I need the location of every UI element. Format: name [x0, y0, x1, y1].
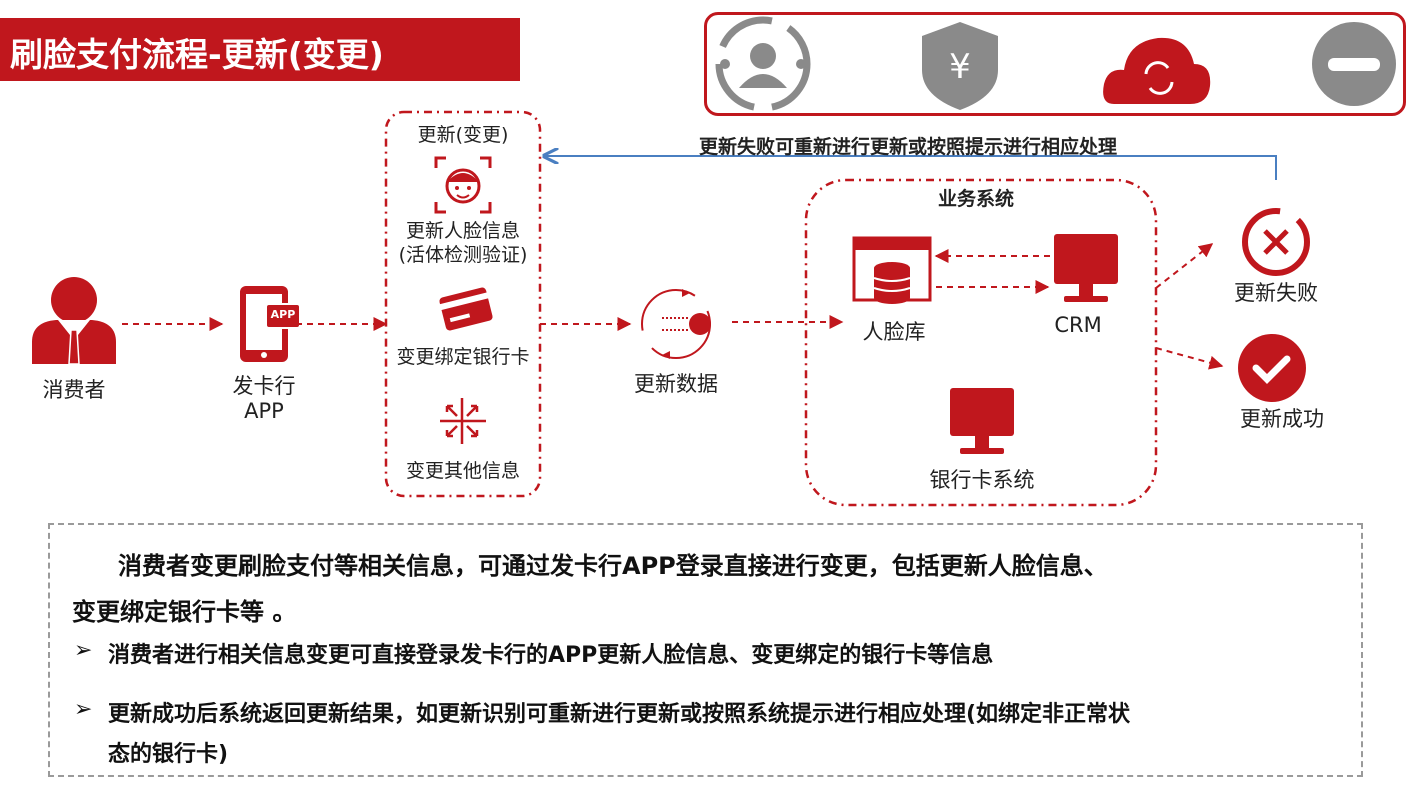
yen-shield-icon: ¥: [922, 22, 998, 110]
update-success-label: 更新成功: [1240, 407, 1324, 431]
consumer-icon: [32, 277, 116, 365]
business-system-title: 业务系统: [937, 188, 1014, 210]
retry-feedback-arrow: [544, 156, 1277, 180]
update-face-label-line1: 更新人脸信息: [405, 220, 520, 242]
bank-app-label-line1: 发卡行: [232, 374, 296, 398]
description-box: [48, 523, 1363, 777]
bullet-item-1: 消费者进行相关信息变更可直接登录发卡行的APP更新人脸信息、变更绑定的银行卡等信…: [108, 643, 994, 668]
header-icon-panel: [704, 12, 1406, 116]
retry-note: 更新失败可重新进行更新或按照提示进行相应处理: [698, 136, 1117, 158]
svg-text:¥: ¥: [949, 47, 971, 87]
arrow-system-to-fail: [1155, 243, 1214, 289]
arrow-system-to-success: [1155, 347, 1224, 370]
app-badge: APP: [270, 308, 296, 321]
cloud-sync-icon: [1103, 37, 1211, 104]
update-success-icon: [1238, 334, 1306, 402]
page-title: 刷脸支付流程-更新(变更): [10, 35, 384, 74]
description-para-line2: 变更绑定银行卡等 。: [72, 598, 297, 626]
bullet-marker-1: ➢: [74, 638, 93, 663]
update-data-label: 更新数据: [634, 372, 718, 396]
update-face-label: 更新人脸信息 (活体检测验证): [386, 219, 540, 267]
update-data-sync-icon: [641, 289, 711, 359]
crm-label: CRM: [1054, 313, 1102, 337]
card-system-monitor-icon: [950, 388, 1014, 454]
user-circle-icon: [715, 16, 811, 112]
update-group-title: 更新(变更): [417, 124, 509, 146]
bullet-item-2-line1: 更新成功后系统返回更新结果，如更新识别可重新进行更新或按照系统提示进行相应处理(…: [108, 702, 1131, 727]
update-fail-label: 更新失败: [1234, 281, 1318, 305]
other-info-icon: [440, 398, 486, 444]
title-banner: [0, 18, 520, 81]
bank-app-label-line2: APP: [244, 399, 284, 423]
business-system-frame: [804, 178, 1158, 507]
consumer-label: 消费者: [42, 378, 106, 402]
bank-app-label: 发卡行 APP: [214, 374, 314, 424]
face-database-icon: [852, 236, 932, 304]
minus-circle-icon: [1312, 22, 1396, 106]
bank-card-icon: [438, 287, 493, 331]
change-other-label: 变更其他信息: [405, 460, 520, 482]
description-para-line1: 消费者变更刷脸支付等相关信息，可通过发卡行APP登录直接进行变更，包括更新人脸信…: [118, 552, 1108, 580]
change-card-label: 变更绑定银行卡: [396, 346, 530, 368]
update-group-frame: [384, 110, 542, 498]
card-system-label: 银行卡系统: [929, 468, 1035, 492]
update-face-label-line2: (活体检测验证): [398, 244, 528, 266]
update-fail-icon: [1242, 208, 1310, 276]
face-db-label: 人脸库: [862, 320, 926, 344]
face-scan-icon: [434, 156, 492, 214]
bank-app-phone-icon: [240, 286, 301, 362]
crm-monitor-icon: [1054, 234, 1118, 302]
bullet-marker-2: ➢: [74, 697, 93, 722]
bullet-item-2-line2: 态的银行卡): [108, 742, 229, 767]
